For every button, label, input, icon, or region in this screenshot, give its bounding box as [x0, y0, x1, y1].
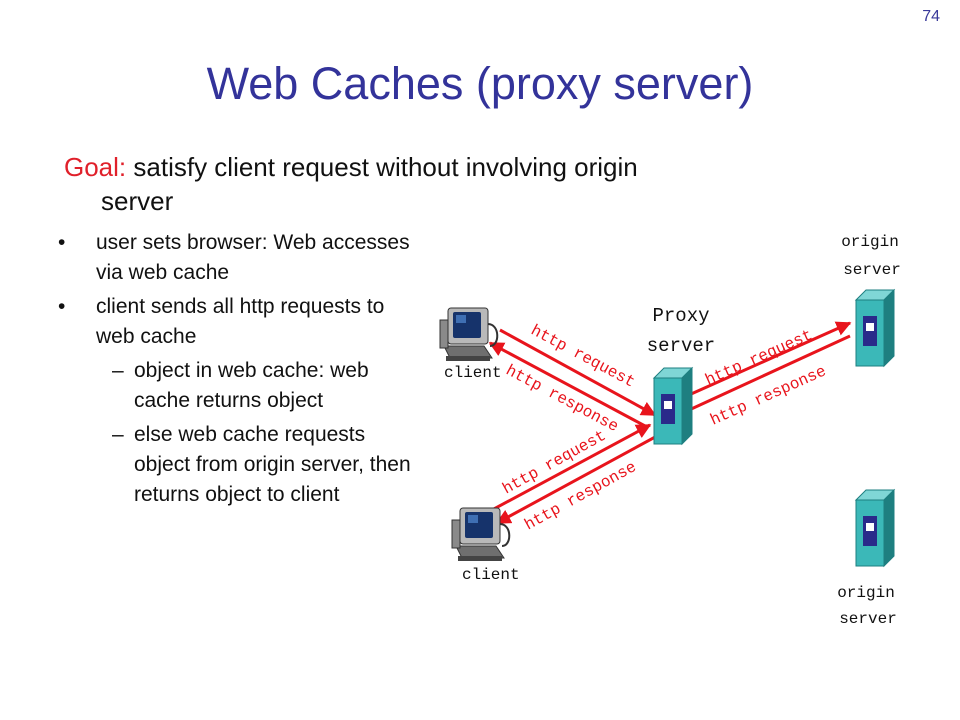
goal-text: satisfy client request without involving…	[133, 152, 638, 182]
origin-top-label: origin	[841, 233, 899, 251]
proxy-label: server	[647, 335, 715, 357]
arrow-client2-request	[491, 423, 652, 512]
slide-title: Web Caches (proxy server)	[206, 58, 754, 109]
arrow-client1-request	[499, 328, 657, 417]
origin-bottom-label: server	[839, 610, 897, 628]
bullet-list: user sets browser: Web accesses via web …	[58, 228, 418, 514]
bullet-item: client sends all http requests to web ca…	[58, 292, 418, 352]
sub-bullet-item: else web cache requests object from orig…	[58, 420, 418, 510]
proxy-server-icon	[653, 367, 693, 445]
proxy-label: Proxy	[652, 305, 709, 327]
client-top-icon	[439, 307, 499, 362]
sub-bullet-item: object in web cache: web cache returns o…	[58, 356, 418, 416]
goal-text-continued: server	[101, 186, 174, 216]
origin-server-top-icon	[855, 289, 895, 367]
client-bottom-label: client	[462, 566, 520, 584]
origin-top-label: server	[843, 261, 901, 279]
arrow-client2-response	[495, 434, 658, 525]
arrow-origin1-response	[674, 334, 851, 418]
origin-bottom-label: origin	[837, 584, 895, 602]
goal-label: Goal:	[64, 152, 127, 182]
origin-server-bottom-icon	[855, 489, 895, 567]
bullet-item: user sets browser: Web accesses via web …	[58, 228, 418, 288]
goal-statement: Goal: satisfy client request without inv…	[64, 150, 824, 218]
arrow-origin1-request	[661, 321, 852, 409]
client-bottom-icon	[451, 507, 511, 562]
arrow-client1-response	[488, 341, 648, 429]
page-number: 74	[922, 8, 940, 25]
client-top-label: client	[444, 364, 502, 382]
